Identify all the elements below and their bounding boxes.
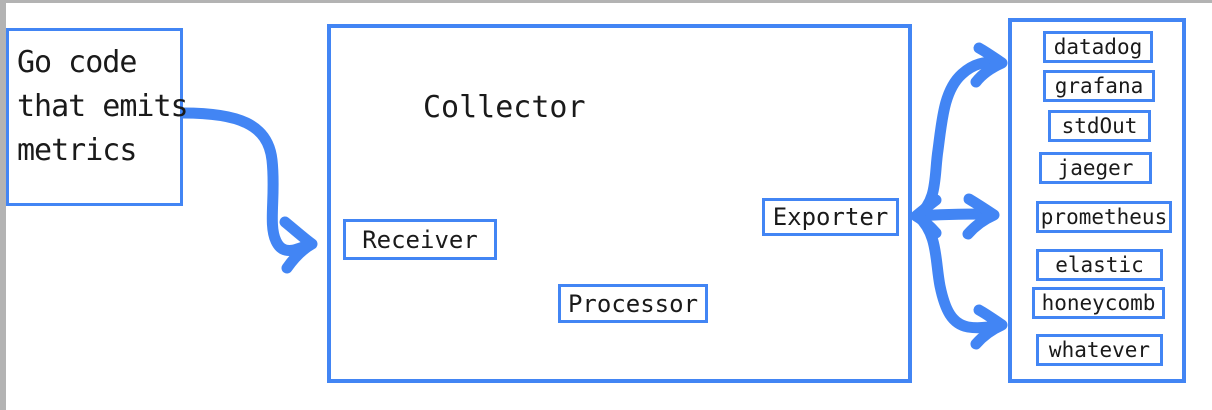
backend-item-honeycomb: honeycomb [1032,287,1165,319]
arrow-exporter-to-top [912,42,1008,222]
backend-item-whatever: whatever [1036,334,1163,366]
receiver-box: Receiver [343,219,497,260]
backend-item-elastic: elastic [1036,249,1163,281]
backend-item-prometheus: prometheus [1036,201,1172,233]
arrow-exporter-to-bottom [912,210,1008,350]
exporter-box: Exporter [762,198,899,236]
page-frame-top-rule [0,0,1212,3]
go-code-source-line-1: Go code [17,45,137,80]
backend-item-jaeger: jaeger [1039,152,1152,184]
backend-item-grafana: grafana [1043,70,1155,102]
go-code-source-box: Go code that emits metrics [6,28,189,206]
backend-item-datadog: datadog [1043,31,1153,63]
backend-item-stdout: stdOut [1048,110,1151,142]
go-code-source-line-2: that emits [17,89,189,125]
processor-box: Processor [558,284,708,323]
arrow-source-to-receiver [177,107,318,274]
backends-box [1008,18,1186,383]
collector-title: Collector [423,90,586,125]
go-code-source-line-3: metrics [17,133,137,169]
arrow-branch-node [910,194,942,239]
page-frame-left-rule [0,0,6,410]
